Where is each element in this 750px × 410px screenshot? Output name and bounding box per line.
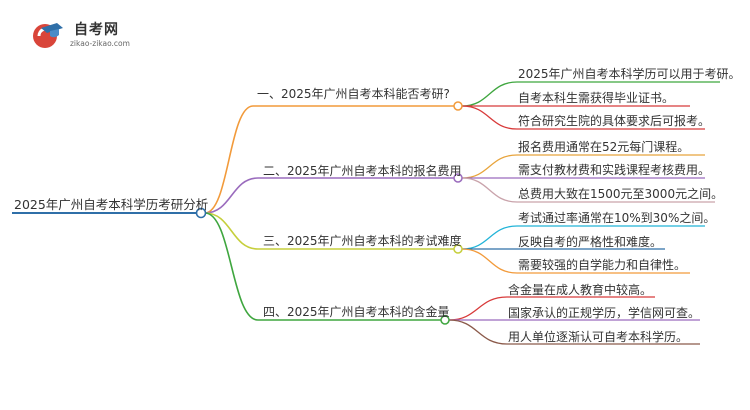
branch-1-connector [204,105,254,214]
site-logo[interactable]: 自考网 zikao-zikao.com [30,18,150,54]
leaf-4-3-connector [448,319,508,345]
branch-3-node [453,244,463,254]
graduation-cap-icon [33,23,63,48]
leaf-1-3-connector [461,105,518,130]
branch-4-node [440,315,450,325]
leaf-4-1-connector [448,296,508,321]
leaf-3-3: 需要较强的自学能力和自律性。 [518,258,687,272]
leaf-3-2: 反映自考的严格性和难度。 [518,235,663,249]
logo-url: zikao-zikao.com [70,39,130,48]
root-node [195,207,207,219]
leaf-2-2: 需支付教材费和实践课程考核费用。 [518,163,711,177]
leaf-2-3-connector [461,177,518,203]
branch-1-node [453,101,463,111]
leaf-4-3: 用人单位逐渐认可自考本科学历。 [508,330,689,344]
leaf-2-1: 报名费用通常在52元每门课程。 [518,140,690,154]
logo-title: 自考网 [74,22,119,38]
leaf-1-2: 自考本科生需获得毕业证书。 [518,91,675,105]
branch-3-label: 三、2025年广州自考本科的考试难度 [263,234,462,248]
branch-2-label: 二、2025年广州自考本科的报名费用 [263,164,462,178]
leaf-1-1-connector [461,81,518,107]
leaf-2-1-connector [461,154,518,179]
root-node-label: 2025年广州自考本科学历考研分析 [14,197,209,212]
branch-2-node [453,173,463,183]
branch-3-connector [204,212,259,250]
branch-4-label: 四、2025年广州自考本科的含金量 [263,305,450,319]
leaf-1-1: 2025年广州自考本科学历可以用于考研。 [518,67,741,81]
leaf-2-3: 总费用大致在1500元至3000元之间。 [518,187,724,201]
leaf-3-1: 考试通过率通常在10%到30%之间。 [518,211,716,225]
leaf-1-3: 符合研究生院的具体要求后可报考。 [518,114,711,128]
branch-4-connector [204,212,259,321]
branch-1-label: 一、2025年广州自考本科能否考研? [257,87,450,101]
leaf-3-3-connector [461,248,518,274]
leaf-4-2: 国家承认的正规学历，学信网可查。 [508,306,701,320]
leaf-3-1-connector [461,225,518,250]
leaf-4-1: 含金量在成人教育中较高。 [508,283,653,297]
branch-2-connector [204,177,259,214]
